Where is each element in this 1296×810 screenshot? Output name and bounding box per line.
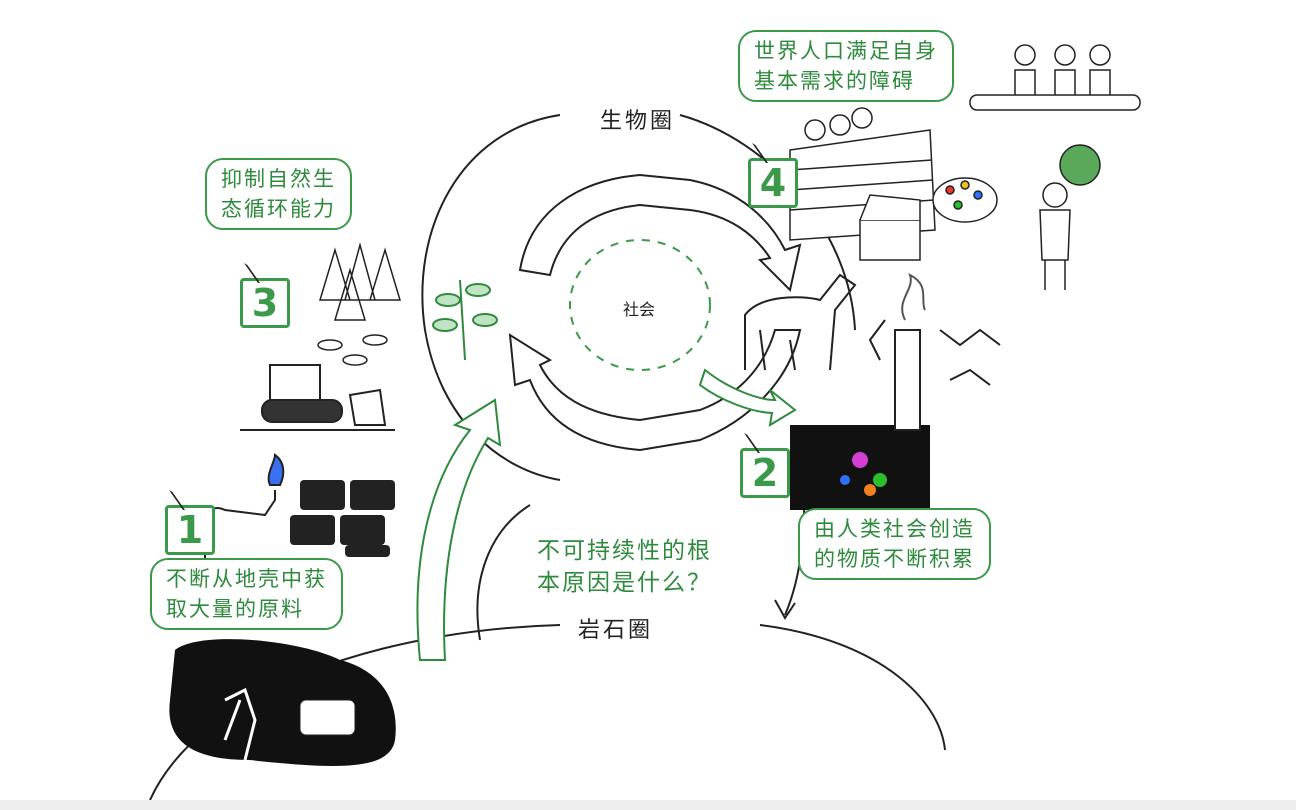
society-ring <box>569 239 711 371</box>
callout-line: 世界人口满足自身 <box>754 39 938 63</box>
lithosphere-label: 岩石圈 <box>578 618 654 643</box>
bulldozer-icon <box>240 364 395 431</box>
callout-line: 基本需求的障碍 <box>754 69 915 93</box>
callout-suppress-nature: 抑制自然生 态循环能力 <box>205 158 352 230</box>
molecule-icon <box>868 319 1001 386</box>
question-line-2: 本原因是什么？ <box>537 570 712 596</box>
callout-line: 抑制自然生 <box>221 167 336 191</box>
mine-icon <box>169 639 396 766</box>
person-icon <box>1039 182 1071 290</box>
callout-line: 由人类社会创造 <box>814 517 975 541</box>
palette-icon <box>932 177 998 223</box>
green-flow-arrow <box>416 398 502 661</box>
callout-line: 不断从地壳中获 <box>166 567 327 591</box>
biosphere-label: 生物圈 <box>600 109 676 134</box>
return-arc <box>476 504 531 641</box>
callout-accumulation: 由人类社会创造 的物质不断积累 <box>798 508 991 580</box>
callout-line: 的物质不断积累 <box>814 547 975 571</box>
number-sign-2: 2 <box>740 448 790 498</box>
factory-icon <box>790 273 930 510</box>
number-sign-4: 4 <box>748 158 798 208</box>
biosphere-arc <box>421 114 561 481</box>
conveyor-people-icon <box>969 44 1141 111</box>
plant-icon <box>432 279 498 361</box>
callout-line: 态循环能力 <box>221 197 336 221</box>
callout-extraction: 不断从地壳中获 取大量的原料 <box>150 558 343 630</box>
callout-line: 取大量的原料 <box>166 597 304 621</box>
chest-icon <box>859 194 921 261</box>
barrels-icon <box>290 480 395 557</box>
globe-icon <box>1059 144 1101 186</box>
question-line-1: 不可持续性的根 <box>537 538 712 564</box>
bottom-strip <box>0 800 1296 810</box>
pipe-icon <box>204 453 285 560</box>
callout-obstacles: 世界人口满足自身 基本需求的障碍 <box>738 30 954 102</box>
number-sign-3: 3 <box>240 278 290 328</box>
horse-icon <box>744 273 857 371</box>
forest-icon <box>317 242 402 366</box>
number-sign-1: 1 <box>165 505 215 555</box>
green-arrow-factory <box>698 368 797 427</box>
central-question: 不可持续性的根 本原因是什么？ <box>537 535 712 599</box>
society-label: 社会 <box>623 300 656 319</box>
